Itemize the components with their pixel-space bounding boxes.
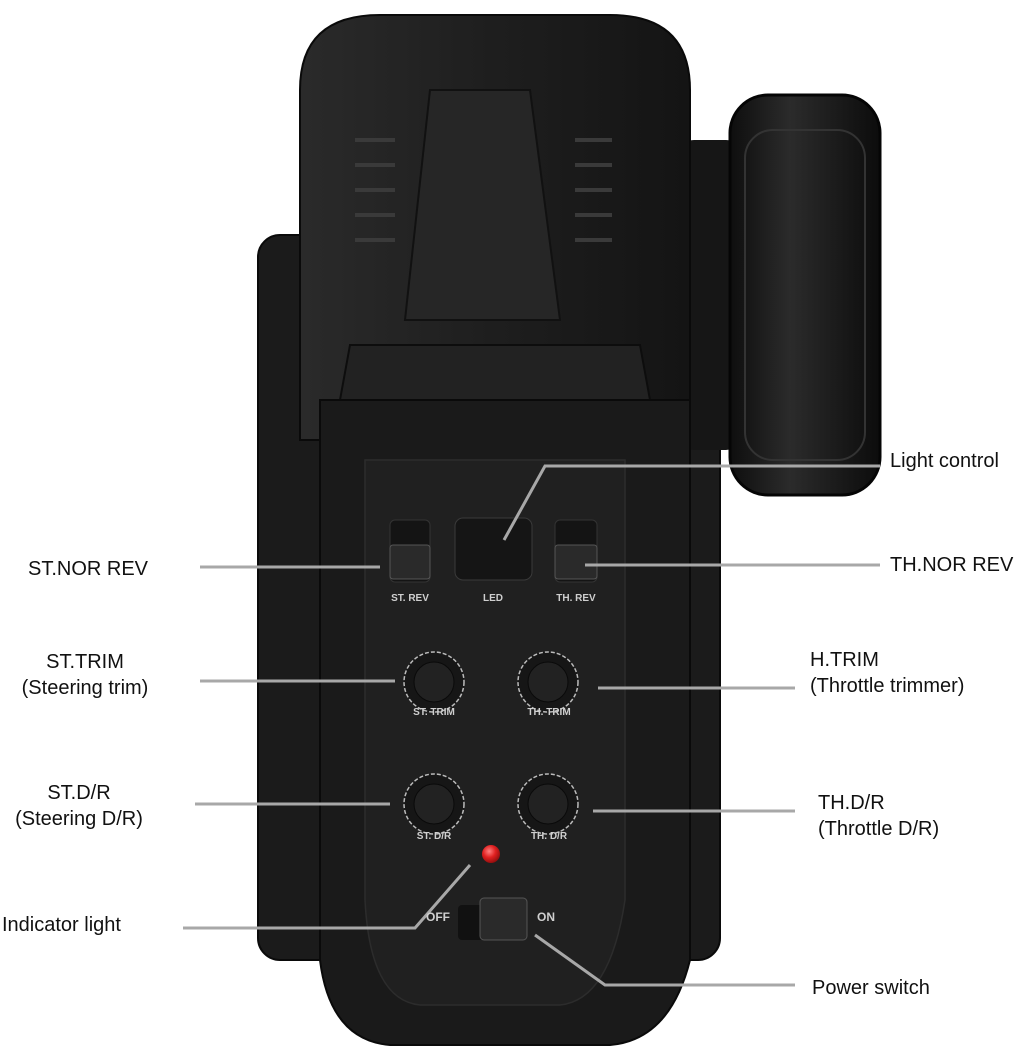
th-rev-switch: [554, 519, 598, 583]
callout-st-trim-title: ST.TRIM: [46, 651, 124, 673]
callout-th-nor-rev: TH.NOR REV: [890, 554, 1014, 576]
st-rev-switch: [389, 519, 431, 583]
wheel-hub: [680, 140, 740, 450]
steering-wheel: [728, 93, 882, 497]
callout-power-switch: Power switch: [812, 977, 930, 999]
callout-h-trim-title: H.TRIM: [810, 649, 879, 671]
callout-lines: [183, 464, 880, 987]
panel-label-st-trim: ST. TRIM: [413, 707, 455, 718]
panel-label-th-rev: TH. REV: [556, 593, 596, 604]
panel-label-led: LED: [483, 593, 503, 604]
panel-label-on: ON: [537, 910, 555, 924]
callout-th-dr: TH.D/R (Throttle D/R): [818, 790, 939, 842]
callout-st-trim-desc: (Steering trim): [21, 677, 149, 699]
callout-indicator-light: Indicator light: [2, 914, 121, 936]
callout-st-dr-title: ST.D/R: [47, 782, 111, 804]
power-switch: [458, 897, 528, 941]
panel-label-off: OFF: [426, 910, 450, 924]
callout-light-control: Light control: [890, 450, 999, 472]
callout-h-trim: H.TRIM (Throttle trimmer): [810, 647, 964, 699]
callout-st-nor-rev: ST.NOR REV: [28, 558, 149, 580]
indicator-led: [482, 845, 500, 863]
panel-label-th-trim: TH. TRIM: [527, 707, 571, 718]
callout-th-dr-desc: (Throttle D/R): [818, 818, 940, 840]
callout-st-dr: ST.D/R (Steering D/R): [5, 780, 153, 832]
callout-h-trim-desc: (Throttle trimmer): [810, 675, 965, 697]
panel-label-st-dr: ST. D/R: [416, 831, 452, 842]
led-light-button: [454, 517, 533, 581]
panel-label-st-rev: ST. REV: [391, 593, 429, 604]
callout-st-dr-desc: (Steering D/R): [15, 808, 143, 830]
callout-th-dr-title: TH.D/R: [818, 792, 885, 814]
callout-st-trim: ST.TRIM (Steering trim): [10, 649, 160, 701]
panel-label-th-dr: TH. D/R: [530, 831, 568, 842]
